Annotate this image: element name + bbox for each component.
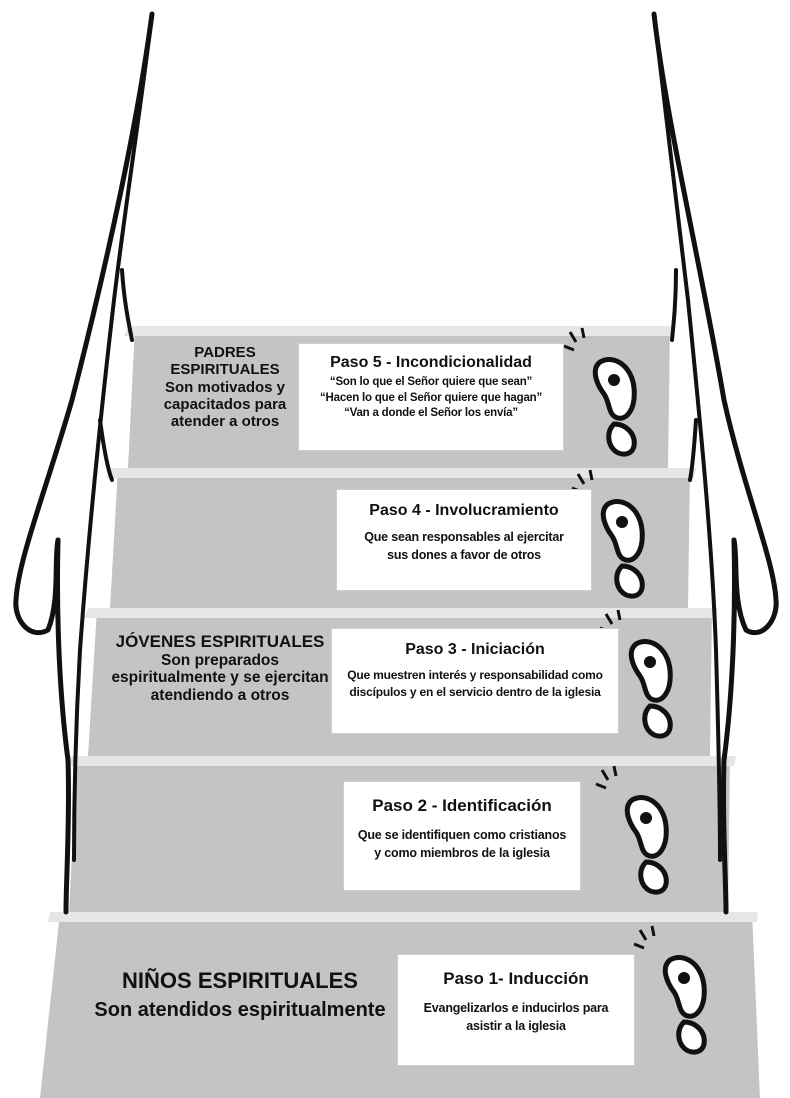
step-title: Paso 1- Inducción (443, 969, 589, 988)
step-line: “Van a donde el Señor los envía” (344, 407, 518, 420)
stage-label-jovenes: JÓVENES ESPIRITUALES Son preparados espi… (104, 632, 336, 705)
step-title: Paso 5 - Incondicionalidad (330, 354, 532, 371)
right-baluster-2 (688, 418, 698, 482)
left-handrail (13, 11, 155, 915)
footprint-icon (599, 609, 673, 739)
step-line: asistir a la iglesia (466, 1019, 566, 1034)
stair-step-3-edge (84, 608, 718, 618)
left-handrail-inner (72, 12, 154, 862)
step-line: Que muestren interés y responsabilidad c… (347, 668, 603, 682)
stage-label-padres: PADRES ESPIRITUALES Son motivados y capa… (150, 344, 300, 430)
step-3-box: Paso 3 - Iniciación Que muestren interés… (331, 628, 619, 734)
step-line: discípulos y en el servicio dentro de la… (349, 685, 601, 700)
stair-step-4-edge (106, 468, 696, 478)
step-line: sus dones a favor de otros (387, 548, 541, 563)
step-2-box: Paso 2 - Identificación Que se identifiq… (343, 781, 581, 891)
step-line: “Hacen lo que el Señor quiere que hagan” (319, 391, 543, 404)
stage-description: Son motivados y capacitados para atender… (163, 378, 287, 431)
footprint-icon (595, 765, 669, 895)
right-handrail (651, 11, 779, 915)
footprint-icon (633, 925, 707, 1055)
stage-title: PADRES ESPIRITUALES (170, 344, 280, 379)
step-line: Que se identifiquen como cristianos (357, 828, 567, 842)
step-title: Paso 2 - Identificación (372, 796, 552, 815)
stage-label-ninos: NIÑOS ESPIRITUALES Son atendidos espirit… (92, 968, 388, 1022)
stage-title: JÓVENES ESPIRITUALES (115, 632, 325, 651)
footprint-icon (571, 469, 645, 599)
right-baluster-1 (670, 268, 678, 342)
step-line: Que sean responsables al ejercitar (364, 530, 564, 544)
step-1-box: Paso 1- Inducción Evangelizarlos e induc… (397, 954, 635, 1066)
step-5-box: Paso 5 - Incondicionalidad “Son lo que e… (298, 343, 564, 451)
step-4-box: Paso 4 - Involucramiento Que sean respon… (336, 489, 592, 591)
footprints (563, 327, 707, 1055)
footprint-icon (563, 327, 637, 457)
handrails (13, 11, 779, 915)
step-line: y como miembros de la iglesia (374, 846, 550, 861)
stair-step-5-edge (124, 326, 675, 336)
step-title: Paso 3 - Iniciación (405, 641, 545, 658)
stage-description: Son preparados espiritualmente y se ejer… (111, 651, 329, 705)
stage-description: Son atendidos espiritualmente (94, 999, 386, 1022)
step-line: Evangelizarlos e inducirlos para (423, 1001, 609, 1015)
stair-step-1-edge (48, 912, 758, 922)
step-line: “Son lo que el Señor quiere que sean” (329, 376, 533, 388)
left-baluster-2 (98, 418, 114, 482)
stair-step-2-edge (65, 756, 736, 766)
right-handrail-inner (652, 12, 722, 862)
left-baluster-1 (120, 268, 134, 342)
stage-title: NIÑOS ESPIRITUALES (122, 968, 358, 993)
step-title: Paso 4 - Involucramiento (369, 502, 559, 519)
